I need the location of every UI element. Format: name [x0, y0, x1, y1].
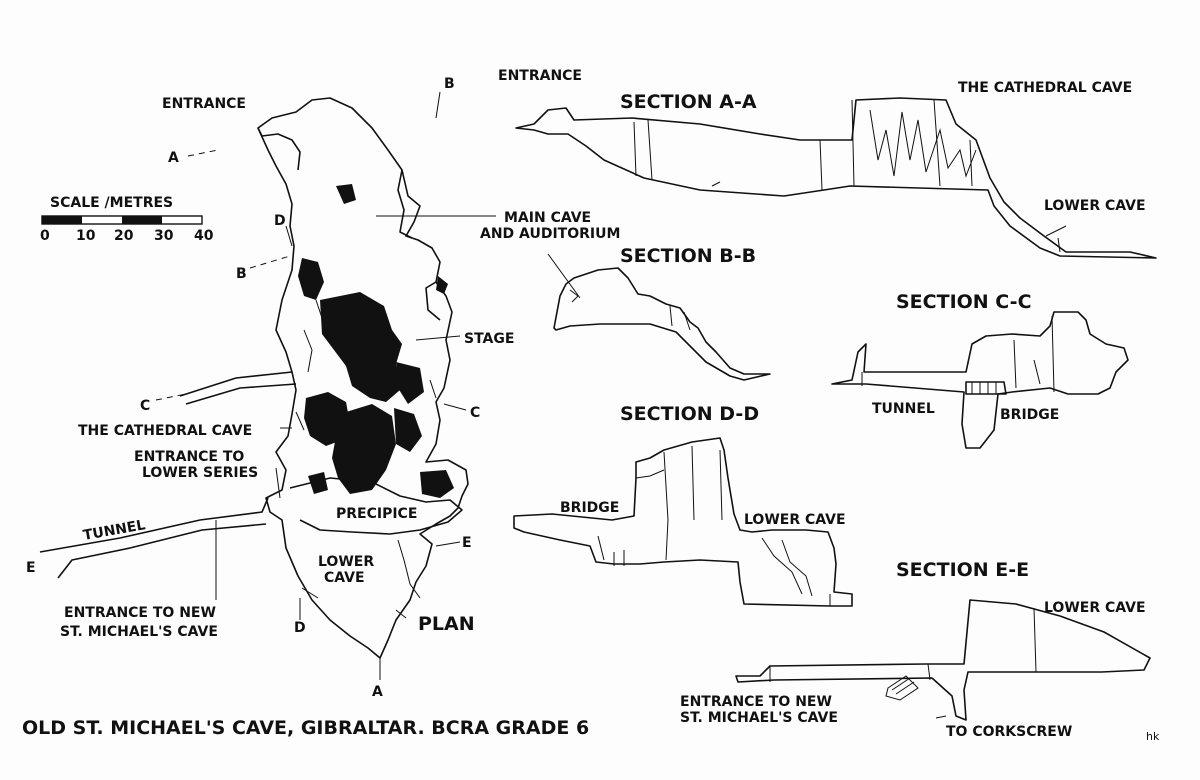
plan-new-entrance-label-1: ENTRANCE TO NEW [64, 605, 216, 621]
scale-tick-30: 30 [154, 228, 174, 244]
section-bb-profile [547, 253, 771, 381]
section-dd-bridge-label: BRIDGE [560, 500, 619, 516]
plan-side-passage-upper [397, 169, 441, 321]
marker-e-right: E [462, 535, 472, 551]
section-ee-new-entrance-label-1: ENTRANCE TO NEW [680, 694, 832, 710]
plan-entrance-label: ENTRANCE [162, 96, 246, 112]
plan-outline [257, 97, 469, 659]
main-cave-label: MAIN CAVE [504, 210, 591, 226]
section-labels: SECTION A-A ENTRANCE THE CATHEDRAL CAVE … [498, 68, 1146, 740]
section-aa-lower-cave-label: LOWER CAVE [1044, 198, 1146, 214]
entrance-lower-label-1: ENTRANCE TO [134, 449, 244, 465]
scale-tick-10: 10 [76, 228, 96, 244]
section-dd-title: SECTION D-D [620, 403, 759, 425]
plan-c-passage [179, 371, 297, 405]
marker-c-right: C [470, 405, 480, 421]
section-cc-tunnel-label: TUNNEL [872, 401, 935, 417]
plan-formations [298, 184, 454, 498]
plan-inner-detail [295, 299, 437, 431]
plan-tunnel-label: TUNNEL [82, 517, 147, 544]
section-ee-new-entrance-label-2: ST. MICHAEL'S CAVE [680, 710, 838, 726]
plan-tunnel [39, 497, 269, 579]
section-aa-entrance-label: ENTRANCE [498, 68, 582, 84]
section-ee-lower-cave-label: LOWER CAVE [1044, 600, 1146, 616]
marker-d-top: D [274, 213, 286, 229]
scale-tick-20: 20 [114, 228, 134, 244]
section-bb-title: SECTION B-B [620, 245, 756, 267]
scale-label: SCALE /METRES [50, 195, 173, 211]
author-initials: hk [1146, 730, 1160, 743]
auditorium-label: AND AUDITORIUM [480, 226, 620, 242]
precipice-label: PRECIPICE [336, 506, 417, 522]
lower-cave-label-1: LOWER [318, 554, 374, 570]
lower-cave-label-2: CAVE [324, 570, 365, 586]
plan-view [39, 91, 496, 680]
plan-entrance-passage [257, 127, 301, 171]
entrance-lower-label-2: LOWER SERIES [142, 465, 258, 481]
plan-title: PLAN [418, 613, 475, 635]
plan-section-lines [155, 91, 496, 680]
marker-d-bottom: D [294, 620, 306, 636]
plan-cathedral-label: THE CATHEDRAL CAVE [78, 423, 252, 439]
scale-tick-0: 0 [40, 228, 50, 244]
section-cc-profile [831, 311, 1129, 449]
section-cc-title: SECTION C-C [896, 291, 1032, 313]
section-aa-cathedral-label: THE CATHEDRAL CAVE [958, 80, 1132, 96]
marker-b-top: B [444, 76, 455, 92]
marker-a-top: A [168, 150, 179, 166]
section-dd-lower-cave-label: LOWER CAVE [744, 512, 846, 528]
section-ee-title: SECTION E-E [896, 559, 1029, 581]
marker-e-left: E [26, 560, 36, 576]
marker-c-left: C [140, 398, 150, 414]
scale-bar: SCALE /METRES 0 10 20 30 40 [40, 195, 214, 244]
stage-label: STAGE [464, 331, 514, 347]
marker-b-left: B [236, 266, 247, 282]
plan-labels: ENTRANCE MAIN CAVE AND AUDITORIUM STAGE … [60, 96, 620, 640]
plan-lower-cave-inner [301, 539, 421, 619]
section-markers: A A B B C C D D E E [26, 76, 480, 700]
section-dd-profile [513, 437, 853, 607]
section-aa-profile [515, 97, 1157, 259]
scale-tick-40: 40 [194, 228, 214, 244]
section-cc-bridge-label: BRIDGE [1000, 407, 1059, 423]
plan-new-entrance-label-2: ST. MICHAEL'S CAVE [60, 624, 218, 640]
map-title: OLD ST. MICHAEL'S CAVE, GIBRALTAR. BCRA … [22, 717, 589, 739]
section-aa-title: SECTION A-A [620, 91, 757, 113]
section-ee-profile [735, 599, 1151, 721]
marker-a-bottom: A [372, 684, 383, 700]
section-ee-corkscrew-label: TO CORKSCREW [946, 724, 1072, 740]
